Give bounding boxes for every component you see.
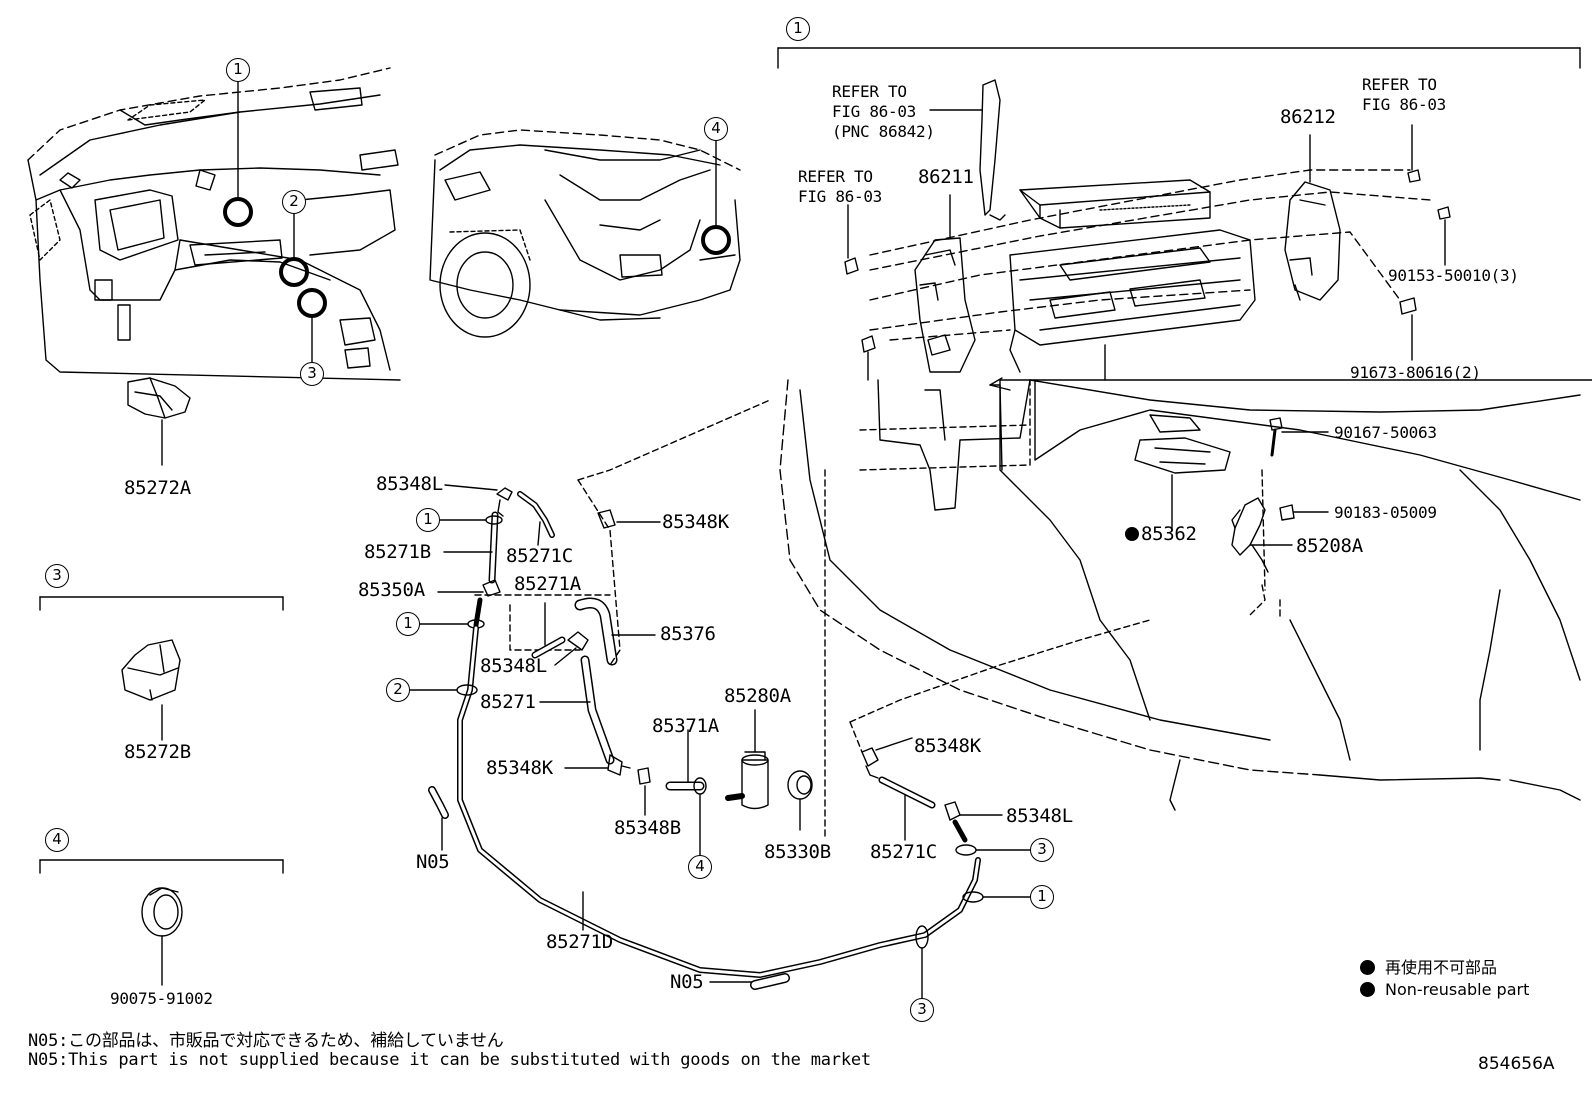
bottom-clip-callout-3: 3 bbox=[910, 998, 934, 1022]
legend-jp-text: 再使用不可部品 bbox=[1385, 958, 1498, 977]
part-label-85272A: 85272A bbox=[124, 477, 191, 499]
part-label-91673-80616: 91673-80616(2) bbox=[1350, 363, 1481, 382]
right-clip-callout-3: 3 bbox=[1030, 838, 1054, 862]
part-label-90167-50063: 90167-50063 bbox=[1334, 423, 1437, 442]
part-label-85280A: 85280A bbox=[724, 685, 791, 707]
grommet-callout-4: 4 bbox=[688, 855, 712, 879]
legend-en: Non-reusable part bbox=[1360, 980, 1529, 999]
part-label-85350A: 85350A bbox=[358, 579, 425, 601]
illustration-code: 854656A bbox=[1478, 1054, 1555, 1074]
non-reusable-marker-icon bbox=[1125, 527, 1139, 541]
section-1-bracket bbox=[777, 47, 1581, 69]
part-label-85348K-top: 85348K bbox=[662, 511, 729, 533]
camera-module-assembly bbox=[844, 79, 1592, 511]
part-label-N05-bottom: N05 bbox=[670, 971, 704, 993]
part-label-85271A: 85271A bbox=[514, 573, 581, 595]
section-1-callout: 1 bbox=[786, 17, 810, 41]
hose-system bbox=[409, 399, 1151, 999]
part-label-85271: 85271 bbox=[480, 691, 536, 713]
footnote-jp: N05:この部品は、市販品で対応できるため、補給していません bbox=[28, 1031, 504, 1051]
part-label-85348L-right: 85348L bbox=[1006, 805, 1073, 827]
section-3-bracket bbox=[39, 596, 284, 611]
part-label-85348L-mid: 85348L bbox=[480, 655, 547, 677]
right-clip-callout-1: 1 bbox=[1030, 885, 1054, 909]
part-label-86211: 86211 bbox=[918, 166, 974, 188]
part-label-85376: 85376 bbox=[660, 623, 716, 645]
part-label-86212: 86212 bbox=[1280, 106, 1336, 128]
clip-85272A bbox=[127, 377, 191, 466]
part-label-85271B: 85271B bbox=[364, 541, 431, 563]
sensor-fasteners bbox=[1231, 417, 1329, 573]
vehicle-front-region bbox=[779, 379, 1581, 811]
part-label-90183-05009: 90183-05009 bbox=[1334, 503, 1437, 522]
non-reusable-dot-icon bbox=[1360, 960, 1375, 975]
part-label-85271C-top: 85271C bbox=[506, 545, 573, 567]
hose-clip-callout-2: 2 bbox=[386, 678, 410, 702]
hose-clip-callout-1: 1 bbox=[416, 508, 440, 532]
legend-jp: 再使用不可部品 bbox=[1360, 954, 1497, 978]
section-4-bracket bbox=[39, 859, 284, 874]
part-label-85330B: 85330B bbox=[764, 841, 831, 863]
legend-en-text: Non-reusable part bbox=[1385, 980, 1530, 999]
part-label-85362-text: 85362 bbox=[1141, 523, 1197, 545]
reference-label-fig-86-03-left: REFER TO FIG 86-03 bbox=[798, 167, 882, 206]
dashboard-view bbox=[27, 67, 401, 381]
part-label-90075-91002: 90075-91002 bbox=[110, 989, 213, 1008]
clamp-90075-91002 bbox=[141, 887, 183, 986]
part-label-85348L-top: 85348L bbox=[376, 473, 443, 495]
rear-vehicle-view bbox=[429, 129, 741, 338]
part-label-85371A: 85371A bbox=[652, 715, 719, 737]
part-label-85271D: 85271D bbox=[546, 931, 613, 953]
hose-clip-callout-1b: 1 bbox=[396, 612, 420, 636]
callout-circle-1: 1 bbox=[226, 58, 250, 82]
callout-circle-3: 3 bbox=[300, 362, 324, 386]
part-label-85362: 85362 bbox=[1125, 524, 1197, 544]
non-reusable-dot-icon bbox=[1360, 982, 1375, 997]
part-label-85348K-right: 85348K bbox=[914, 735, 981, 757]
part-label-85271C-bottom: 85271C bbox=[870, 841, 937, 863]
part-label-85272B: 85272B bbox=[124, 741, 191, 763]
part-label-85208A: 85208A bbox=[1296, 535, 1363, 557]
part-label-85348K-mid: 85348K bbox=[486, 757, 553, 779]
reference-label-fig-86-03-pnc: REFER TO FIG 86-03 (PNC 86842) bbox=[832, 82, 935, 141]
part-label-85348B: 85348B bbox=[614, 817, 681, 839]
section-3-callout: 3 bbox=[45, 564, 69, 588]
footnote-en: N05:This part is not supplied because it… bbox=[28, 1050, 871, 1070]
reference-label-fig-86-03-right: REFER TO FIG 86-03 bbox=[1362, 75, 1446, 114]
part-label-90153-50010: 90153-50010(3) bbox=[1388, 266, 1519, 285]
section-4-callout: 4 bbox=[45, 828, 69, 852]
part-label-N05-left: N05 bbox=[416, 851, 450, 873]
callout-circle-2: 2 bbox=[282, 190, 306, 214]
callout-circle-4: 4 bbox=[704, 117, 728, 141]
clip-85272B bbox=[121, 639, 181, 741]
